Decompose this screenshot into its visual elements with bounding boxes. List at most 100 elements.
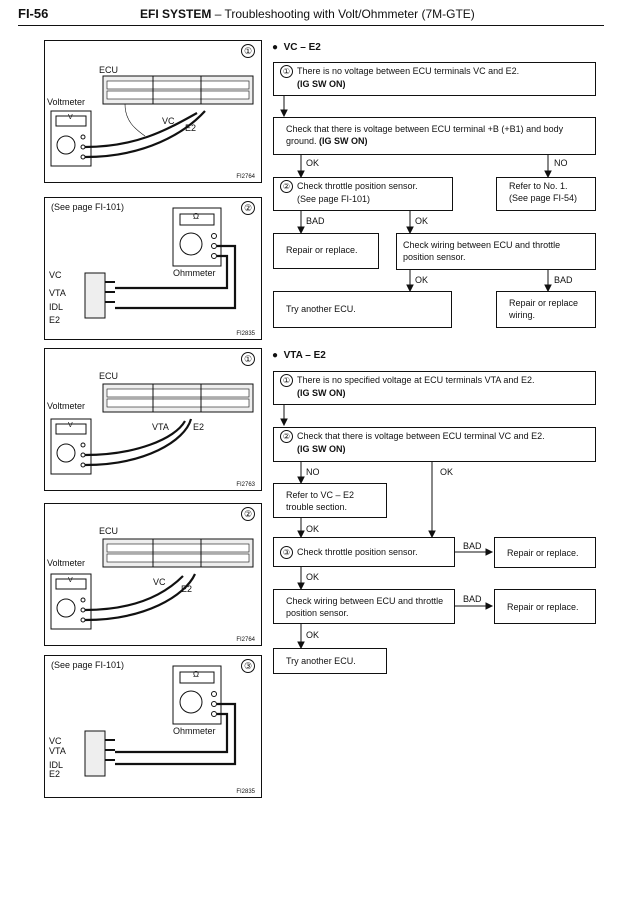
wiring-illustration <box>50 383 254 475</box>
refer-text: Refer to No. 1. <box>509 181 568 191</box>
figure-voltmeter-vc-e2-2: ② ECU Voltmeter V VC E2 FI2764 <box>44 503 262 646</box>
meter-face-label: Ω <box>193 212 199 221</box>
terminal-e2-label: E2 <box>181 584 193 594</box>
figure-number: ② <box>241 507 255 521</box>
figure-number: ③ <box>241 659 255 673</box>
ok-label: OK <box>415 275 429 285</box>
pin-e2-label: E2 <box>49 315 61 325</box>
pin-vc-label: VC <box>49 270 62 280</box>
ok-label: OK <box>415 216 429 226</box>
figure-number: ① <box>241 44 255 58</box>
vta-another-ecu-box: Try another ECU. <box>273 648 387 674</box>
section-title-vc-e2: ● VC – E2 <box>272 42 321 53</box>
terminal-vc-label: VC <box>153 577 166 587</box>
ok-label: OK <box>306 158 320 168</box>
pin-e2-label: E2 <box>49 769 61 779</box>
check-text: Check that there is voltage between ECU … <box>286 124 564 146</box>
vta-wiring-box: Check wiring between ECU and throttle po… <box>273 589 455 624</box>
another-ecu-text: Try another ECU. <box>286 304 356 314</box>
page-reference: (See page FI-101) <box>51 202 125 212</box>
ok-label: OK <box>306 572 320 582</box>
ecu-label: ECU <box>99 371 119 381</box>
ok-label: OK <box>440 467 454 477</box>
vta-step3-box: ③ Check throttle position sensor. <box>273 537 455 567</box>
pin-vta-label: VTA <box>49 288 66 298</box>
voltmeter-label: Voltmeter <box>47 558 86 568</box>
wiring-text: Check wiring between ECU and throttle po… <box>403 240 561 262</box>
section-title-text: VC – E2 <box>283 42 321 53</box>
vta-repair-box-a: Repair or replace. <box>494 537 596 568</box>
header-rule <box>18 25 604 26</box>
repair-wiring-text: Repair or replace wiring. <box>509 298 579 320</box>
vc-repair-box: Repair or replace. <box>273 233 379 269</box>
vc-check-b1-box: Check that there is voltage between ECU … <box>273 117 596 155</box>
condition-text: (IG SW ON) <box>297 79 346 89</box>
meter-face-label: V <box>68 422 73 429</box>
terminal-vc-label: VC <box>162 116 175 126</box>
vta-refer-box: Refer to VC – E2 trouble section. <box>273 483 387 518</box>
condition-text: (IG SW ON) <box>297 444 346 454</box>
vc-wiring-box: Check wiring between ECU and throttle po… <box>396 233 596 270</box>
condition-text: (IG SW ON) <box>297 388 346 398</box>
repair-text: Repair or replace. <box>507 548 579 558</box>
step-text: Check throttle position sensor. <box>297 547 418 557</box>
figure-code: FI2763 <box>236 482 255 488</box>
repair-text: Repair or replace. <box>286 245 358 255</box>
step-number: ② <box>280 430 293 443</box>
refer-text: Refer to VC – E2 trouble section. <box>286 490 355 512</box>
pin-idl-label: IDL <box>49 302 64 312</box>
figure-code: FI2764 <box>236 174 255 180</box>
figure-voltmeter-vta-e2: ① ECU Voltmeter V VTA E2 FI2763 <box>44 348 262 491</box>
figure-code: FI2835 <box>236 331 255 337</box>
ohmmeter-label: Ohmmeter <box>173 268 216 278</box>
figure-number: ① <box>241 352 255 366</box>
condition-text: (IG SW ON) <box>319 136 368 146</box>
meter-face-label: Ω <box>193 670 199 679</box>
page-subtitle: – Troubleshooting with Volt/Ohmmeter (7M… <box>214 7 475 21</box>
voltmeter-label: Voltmeter <box>47 97 86 107</box>
system-name: EFI SYSTEM <box>140 7 212 21</box>
pin-idl-label: IDL <box>49 760 64 770</box>
ok-label: OK <box>306 524 320 534</box>
page-number: FI-56 <box>18 6 49 21</box>
step-text: Check that there is voltage between ECU … <box>297 431 545 441</box>
page-reference: (See page FI-54) <box>509 193 578 203</box>
no-label: NO <box>306 467 320 477</box>
bad-label: BAD <box>306 216 325 226</box>
vta-step2-box: ② Check that there is voltage between ECU… <box>273 427 596 462</box>
no-label: NO <box>554 158 568 168</box>
another-ecu-text: Try another ECU. <box>286 656 356 666</box>
vc-refer-box: Refer to No. 1. (See page FI-54) <box>496 177 596 211</box>
repair-text: Repair or replace. <box>507 602 579 612</box>
figure-voltmeter-vc-e2: ① ECU Voltmeter V VC E2 FI2764 <box>44 40 262 183</box>
step-text: There is no specified voltage at ECU ter… <box>297 375 535 385</box>
figure-code: FI2835 <box>236 789 255 795</box>
vc-another-ecu-box: Try another ECU. <box>273 291 452 328</box>
ecu-label: ECU <box>99 526 119 536</box>
terminal-vta-label: VTA <box>152 422 169 432</box>
ohmmeter-label: Ohmmeter <box>173 726 216 736</box>
figure-ohmmeter-sensor: (See page FI-101) ② Ω Ohmmeter VC VTA ID… <box>44 197 262 340</box>
figure-number: ② <box>241 201 255 215</box>
vta-step1-box: ① There is no specified voltage at ECU te… <box>273 371 596 405</box>
wiring-illustration <box>84 665 237 777</box>
step-number: ① <box>280 374 293 387</box>
wiring-text: Check wiring between ECU and throttle po… <box>286 596 444 618</box>
section-title-vta-e2: ● VTA – E2 <box>272 350 326 361</box>
wiring-illustration <box>84 207 237 319</box>
meter-face-label: V <box>68 114 73 121</box>
pin-vta-label: VTA <box>49 746 66 756</box>
meter-face-label: V <box>68 577 73 584</box>
bad-label: BAD <box>554 275 573 285</box>
step-number: ③ <box>280 546 293 559</box>
section-title-text: VTA – E2 <box>283 350 326 361</box>
ok-label: OK <box>306 630 320 640</box>
wiring-illustration <box>50 538 254 630</box>
vta-repair-box-b: Repair or replace. <box>494 589 596 624</box>
pin-vc-label: VC <box>49 736 62 746</box>
vc-repair-wiring-box: Repair or replace wiring. <box>496 291 596 328</box>
